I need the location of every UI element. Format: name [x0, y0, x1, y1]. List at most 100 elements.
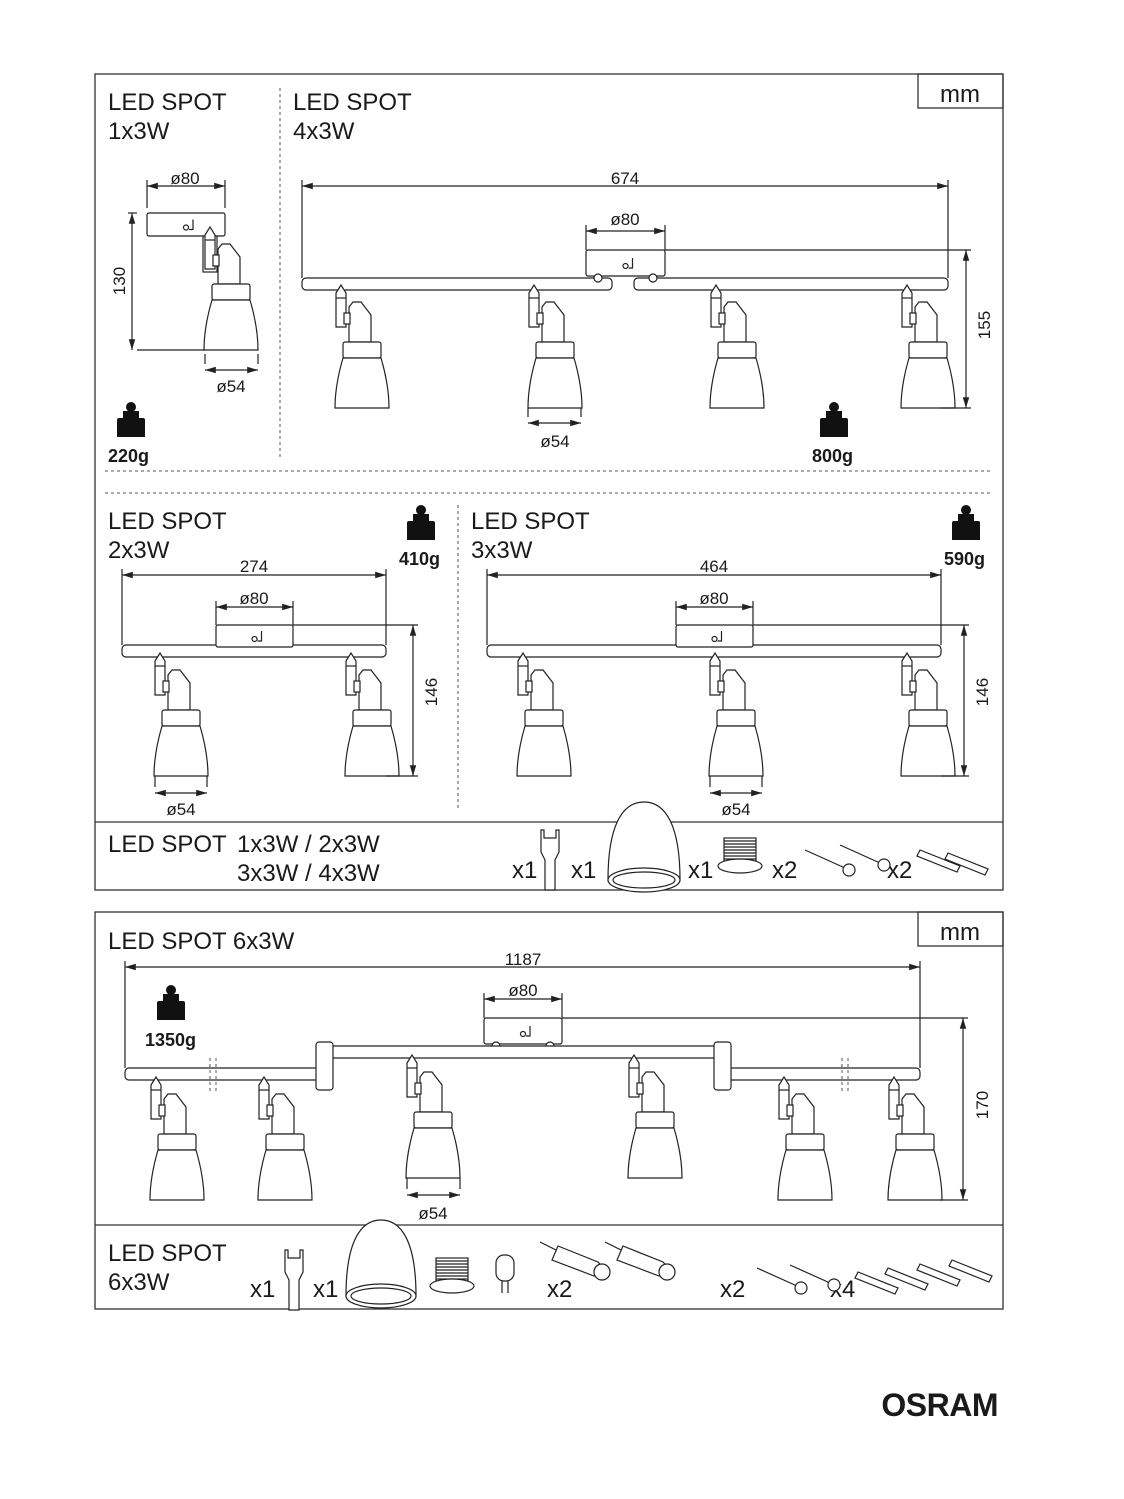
clamp-ring	[593, 1263, 611, 1281]
lamp-knob	[909, 680, 917, 693]
qty-anchors: x2	[887, 857, 912, 884]
spot-lamp	[405, 1053, 461, 1179]
unit-box	[917, 73, 1004, 109]
spot-lamp	[516, 651, 572, 777]
dimension-line	[124, 961, 921, 1068]
dim-canopy: ø80	[610, 210, 639, 229]
dim-height: 130	[110, 267, 129, 295]
dimension-line	[585, 225, 666, 250]
lamp-collar	[908, 709, 948, 727]
canopy-cable	[526, 1026, 531, 1037]
lamp-collar	[717, 341, 757, 359]
canopy-foot	[593, 273, 603, 283]
qty-tool: x1	[512, 857, 537, 884]
lamp-arm	[722, 669, 746, 711]
unit-box	[917, 911, 1004, 947]
dimension-line	[146, 180, 226, 208]
lamp-shade	[334, 357, 390, 409]
panel-4x3w: LED SPOT 4x3W 674 ø80 155 ø54 800g	[293, 89, 994, 466]
weight-body	[820, 411, 848, 437]
tool-icon	[284, 1249, 304, 1311]
lamp-shade	[900, 725, 956, 777]
spot-lamp	[344, 651, 400, 777]
track-bar	[725, 1067, 921, 1081]
panel-title: LED SPOT	[108, 508, 227, 535]
screw-head	[827, 1278, 841, 1292]
canopy-screw	[182, 224, 190, 231]
led-bulb-icon	[495, 1254, 515, 1293]
weight-icon	[952, 505, 980, 540]
dim-width: 1187	[505, 950, 542, 969]
weight-handle	[166, 985, 176, 995]
parts-title: LED SPOT	[108, 1240, 227, 1267]
weight-body	[407, 514, 435, 540]
lamp-collar	[535, 341, 575, 359]
parts-title: LED SPOT	[108, 831, 227, 858]
parts-subtitle: 6x3W	[108, 1269, 170, 1296]
weight-icon	[117, 402, 145, 437]
anchor-body	[916, 849, 961, 873]
wall-anchor-icon	[884, 1267, 929, 1291]
panel-title: LED SPOT 6x3W	[108, 928, 295, 955]
panel-title: LED SPOT	[293, 89, 412, 116]
lamp-shade	[257, 1149, 313, 1201]
canopy-cable	[717, 631, 723, 642]
ceiling-canopy	[585, 249, 666, 283]
dim-shade: ø54	[216, 377, 245, 396]
dim-height: 146	[973, 678, 992, 706]
lamp-collar	[161, 709, 201, 727]
canopy-screw	[711, 635, 718, 643]
dimension-line	[154, 776, 208, 797]
dim-height: 155	[975, 311, 994, 339]
spot-lamp	[709, 283, 765, 409]
lamp-shade	[344, 725, 400, 777]
spot-lamp	[203, 225, 259, 351]
dim-canopy: ø80	[170, 169, 199, 188]
anchor-body	[948, 1259, 993, 1283]
dim-shade: ø54	[540, 432, 569, 451]
wall-anchor-icon	[916, 1263, 961, 1287]
canopy-screw	[519, 1030, 527, 1038]
unit-label: mm	[940, 919, 980, 946]
tool-icon	[540, 829, 560, 891]
dimension-line	[301, 180, 949, 278]
panel-subtitle: 4x3W	[293, 118, 355, 145]
panel-subtitle: 2x3W	[108, 537, 170, 564]
dimension-line	[215, 601, 294, 625]
canopy-screw	[251, 635, 258, 643]
dimension-line	[562, 1017, 968, 1201]
dimension-line	[665, 249, 971, 409]
lamp-shade	[777, 1149, 833, 1201]
lamp-knob	[909, 312, 917, 325]
panel-2x3w: LED SPOT 2x3W 274 ø80 146 ø54 410g	[108, 508, 441, 819]
screw-icon	[756, 1267, 808, 1295]
lamp-arm	[914, 301, 938, 343]
lamp-shade	[149, 1149, 205, 1201]
lamp-collar	[895, 1133, 935, 1151]
lamp-shade	[709, 357, 765, 409]
spot-lamp	[334, 283, 390, 409]
weight-handle	[961, 505, 971, 515]
lamp-knob	[536, 312, 544, 325]
screw-shaft	[804, 849, 846, 869]
spot-lamp	[527, 283, 583, 409]
anchor-body	[854, 1271, 899, 1295]
weight-label: 1350g	[145, 1030, 196, 1050]
shade-outline	[345, 1219, 417, 1297]
lamp-knob	[353, 680, 361, 693]
weight-body	[157, 994, 185, 1020]
lamp-knob	[162, 680, 170, 693]
dim-shade: ø54	[418, 1204, 447, 1223]
bar-clamp-icon	[604, 1241, 676, 1281]
dimension-line	[406, 1178, 461, 1199]
screw-head	[877, 858, 891, 872]
dimension-line	[675, 601, 754, 625]
panel-subtitle: 1x3W	[108, 118, 170, 145]
spot-lamp	[257, 1075, 313, 1201]
lamp-collar	[524, 709, 564, 727]
lamp-knob	[786, 1104, 794, 1117]
screw-head	[794, 1281, 808, 1295]
glass-shade-icon	[345, 1219, 417, 1309]
weight-handle	[416, 505, 426, 515]
